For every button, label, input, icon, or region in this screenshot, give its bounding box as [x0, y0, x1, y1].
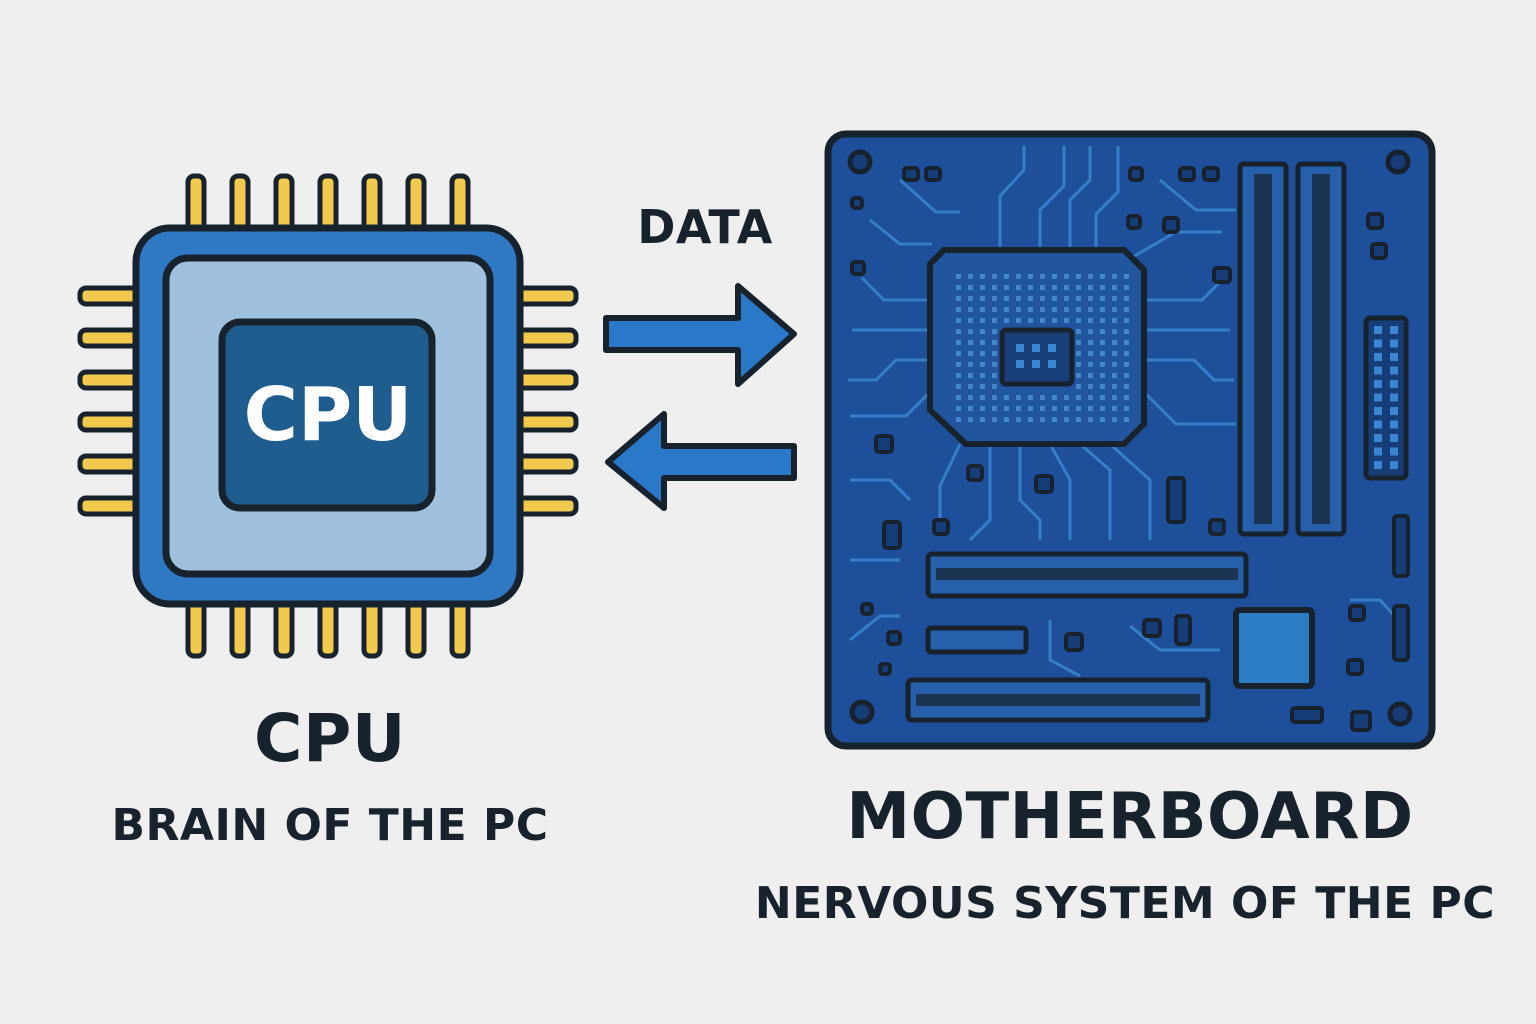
cpu-socket	[927, 247, 1147, 447]
arrow-right-icon	[603, 283, 797, 387]
data-flow-label: DATA	[637, 200, 773, 254]
cpu-subtitle: BRAIN OF THE PC	[111, 800, 549, 851]
ram-slots	[1237, 161, 1347, 537]
expansion-slots	[905, 551, 1249, 723]
board-traces	[848, 146, 1400, 678]
mounting-holes	[847, 149, 1413, 727]
power-connector	[1363, 315, 1409, 481]
arrow-left-icon	[605, 411, 797, 511]
cpu-chip-icon: CPU	[77, 173, 579, 659]
motherboard-subtitle: NERVOUS SYSTEM OF THE PC	[754, 878, 1496, 929]
chipset	[1233, 607, 1315, 689]
board-components	[850, 166, 1410, 732]
motherboard-title: MOTHERBOARD	[846, 780, 1414, 854]
motherboard-icon	[824, 130, 1436, 750]
cpu-title: CPU	[254, 700, 406, 777]
cpu-chip-label: CPU	[244, 372, 413, 458]
